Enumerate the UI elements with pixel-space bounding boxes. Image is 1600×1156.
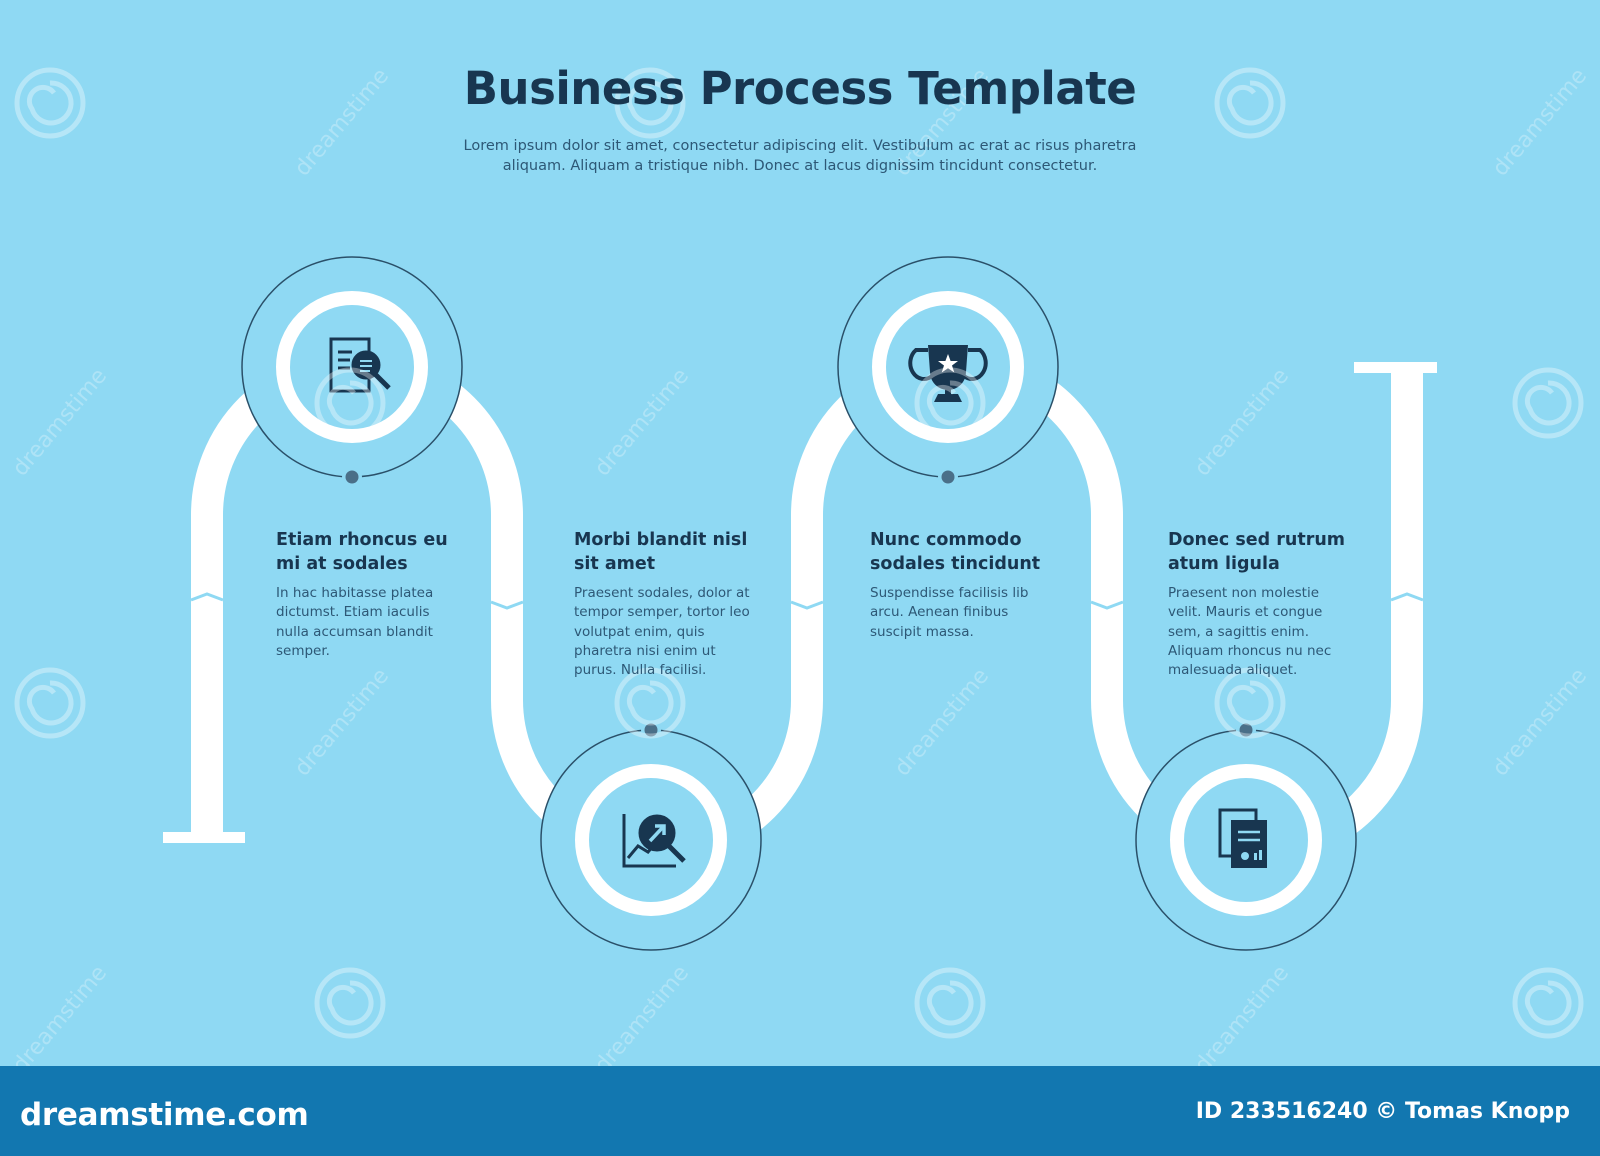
path-end-cap: [1354, 362, 1437, 373]
step-2-title: Morbi blandit nisl sit amet: [574, 530, 748, 574]
step-4-text: Donec sed rutrum atum ligula Praesent no…: [1168, 528, 1346, 680]
page-title: Business Process Template: [463, 62, 1137, 115]
watermark-logos: [14, 67, 1584, 1039]
step-3-text: Nunc commodo sodales tincidunt Suspendis…: [870, 528, 1048, 642]
step-1-title: Etiam rhoncus eu mi at sodales: [276, 530, 448, 574]
path-start-cap: [163, 832, 245, 843]
step-1-text: Etiam rhoncus eu mi at sodales In hac ha…: [276, 528, 454, 661]
trophy-icon: [908, 345, 988, 402]
footer-logo[interactable]: dreamstime.com: [20, 1097, 309, 1133]
step-3-description: Suspendisse facilisis lib arcu. Aenean f…: [870, 585, 1029, 640]
footer-bar: [0, 1066, 1600, 1156]
chart-magnifier-icon: [622, 814, 686, 868]
step-4-title: Donec sed rutrum atum ligula: [1168, 530, 1346, 574]
document-search-icon: [329, 337, 391, 393]
step-4-description: Praesent non molestie velit. Mauris et c…: [1168, 585, 1332, 679]
step-2-text: Morbi blandit nisl sit amet Praesent sod…: [574, 528, 752, 680]
documents-icon: [1218, 808, 1267, 868]
path-chevrons: [190, 592, 1424, 610]
step-3-title: Nunc commodo sodales tincidunt: [870, 530, 1041, 574]
step-2-description: Praesent sodales, dolor at tempor semper…: [574, 585, 750, 679]
page-subtitle: Lorem ipsum dolor sit amet, consectetur …: [463, 138, 1137, 174]
step-1-description: In hac habitasse platea dictumst. Etiam …: [276, 585, 434, 659]
footer-credit: ID 233516240 © Tomas Knopp: [1195, 1099, 1570, 1124]
